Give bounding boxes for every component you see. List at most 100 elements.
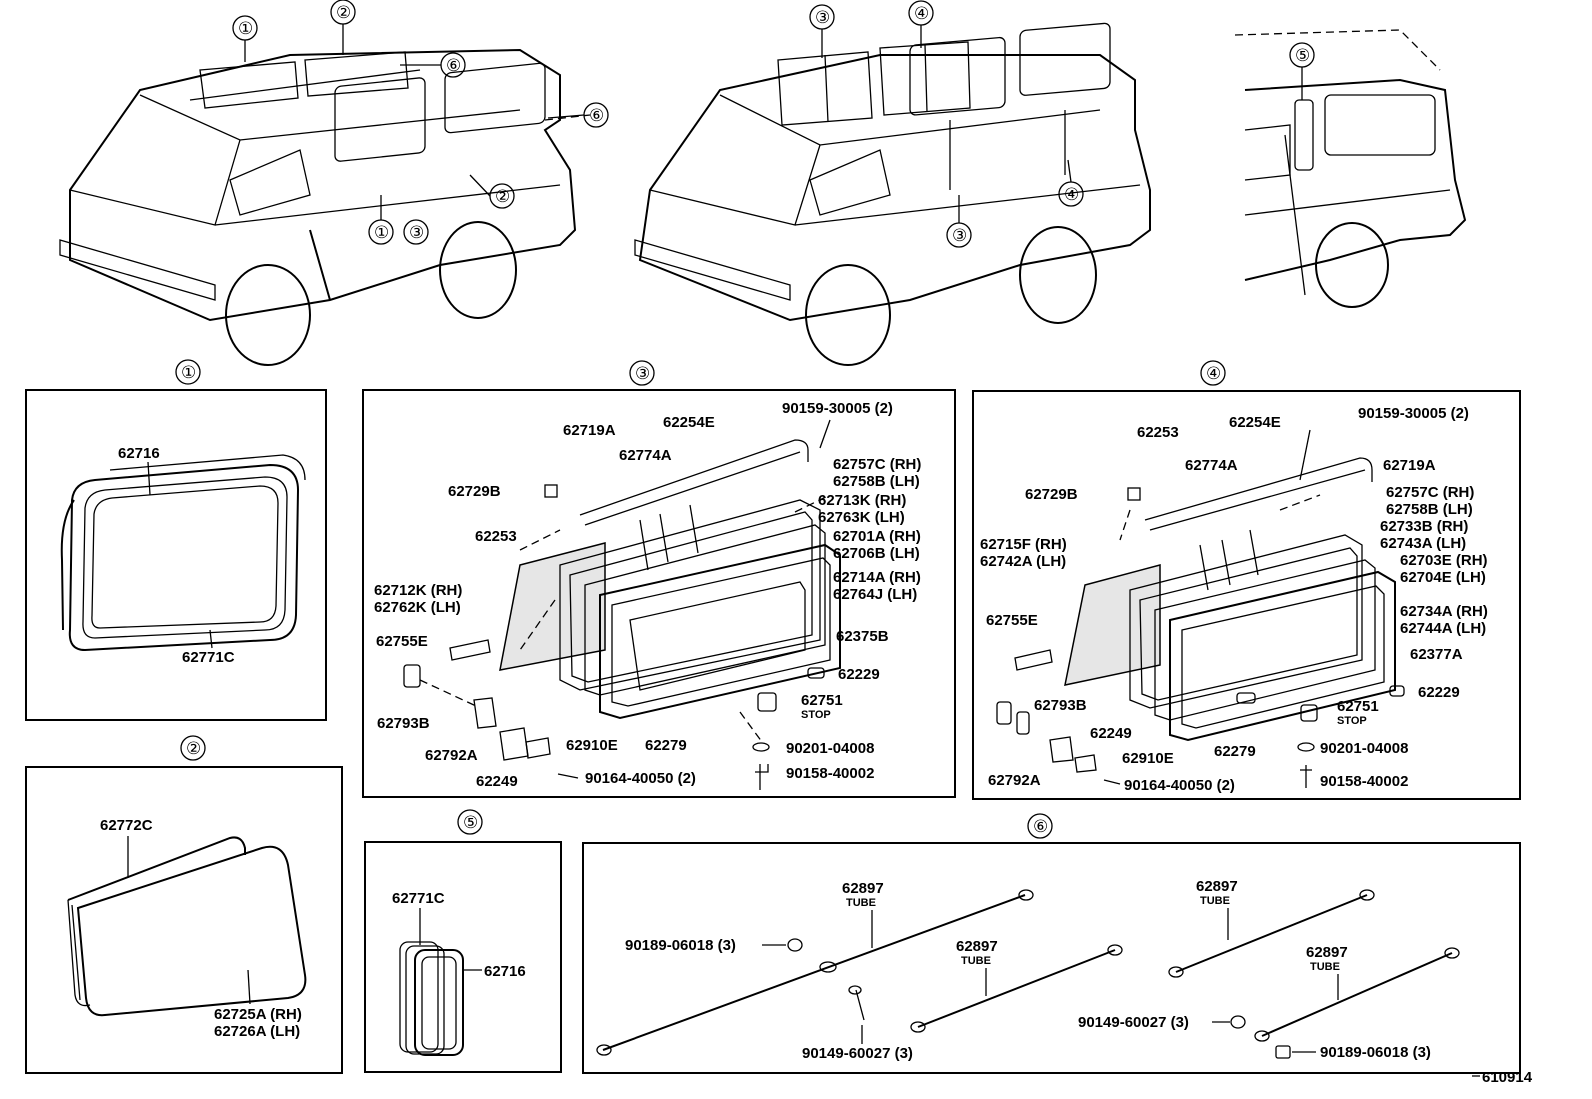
s4-part-62253: 62253 (1137, 424, 1179, 441)
s3-part-90201-04008: 90201-04008 (786, 740, 874, 757)
s4-part-62733B: 62733B (RH) (1380, 518, 1468, 535)
s4-part-62758B: 62758B (LH) (1386, 501, 1473, 518)
s3-part-62729B: 62729B (448, 483, 501, 500)
section-3-header: ③ (635, 364, 650, 383)
s3-part-62712K: 62712K (RH) (374, 582, 462, 599)
s6-part-90149-60027-b: 90149-60027 (3) (1078, 1014, 1189, 1031)
callout-3-top-mid: ③ (815, 8, 830, 27)
part-62716: 62716 (118, 445, 160, 462)
s6-part-62897-c: 62897 (956, 938, 998, 955)
s3-part-62375B: 62375B (836, 628, 889, 645)
s4-part-62719A: 62719A (1383, 457, 1436, 474)
s3-part-62762K: 62762K (LH) (374, 599, 461, 616)
s4-part-62704E: 62704E (LH) (1400, 569, 1486, 586)
van-illustration-middle (634, 22, 1151, 366)
s6-tube-note-c: TUBE (961, 955, 991, 967)
s3-part-62719A: 62719A (563, 422, 616, 439)
s6-tube-note-d: TUBE (1310, 961, 1340, 973)
callout-6-side: ⑥ (589, 106, 604, 125)
s4-part-62377A: 62377A (1410, 646, 1463, 663)
callout-6-roof: ⑥ (446, 56, 461, 75)
s6-part-62897-d: 62897 (1306, 944, 1348, 961)
s4-part-62703E: 62703E (RH) (1400, 552, 1488, 569)
s4-part-62757C: 62757C (RH) (1386, 484, 1474, 501)
van-illustration-left (59, 48, 591, 366)
s3-part-62714A: 62714A (RH) (833, 569, 921, 586)
part-62726A-lh: 62726A (LH) (214, 1023, 300, 1040)
section-1-panel: 62716 62771C (25, 389, 327, 721)
s4-part-62729B: 62729B (1025, 486, 1078, 503)
callout-3-side-mid: ③ (952, 226, 967, 245)
s6-part-90189-06018-a: 90189-06018 (3) (625, 937, 736, 954)
s3-part-62755E: 62755E (376, 633, 428, 650)
s4-part-62744A: 62744A (LH) (1400, 620, 1486, 637)
s3-part-62764J: 62764J (LH) (833, 586, 917, 603)
s4-part-62755E: 62755E (986, 612, 1038, 629)
s4-part-90158-40002: 90158-40002 (1320, 773, 1408, 790)
s3-part-62706B: 62706B (LH) (833, 545, 920, 562)
s3-part-62774A: 62774A (619, 447, 672, 464)
s4-part-62743A: 62743A (LH) (1380, 535, 1466, 552)
section-5-panel: 62771C 62716 (364, 841, 562, 1073)
section-4-header: ④ (1206, 364, 1221, 383)
s6-part-62897-b: 62897 (1196, 878, 1238, 895)
s6-part-90149-60027-a: 90149-60027 (3) (802, 1045, 913, 1062)
s4-part-62774A: 62774A (1185, 457, 1238, 474)
s3-part-62253: 62253 (475, 528, 517, 545)
s3-part-62701A: 62701A (RH) (833, 528, 921, 545)
callout-2-side: ② (495, 187, 510, 206)
part-62771C: 62771C (182, 649, 235, 666)
s4-part-62742A: 62742A (LH) (980, 553, 1066, 570)
callout-3-side: ③ (409, 223, 424, 242)
callout-2-top: ② (336, 3, 351, 22)
figure-number: 610914 (1472, 1069, 1533, 1086)
van-callouts: ① ② ⑥ ⑥ ② ① ③ ③ ④ ④ ③ ⑤ (232, 0, 1315, 248)
s4-part-62249: 62249 (1090, 725, 1132, 742)
s3-part-62910E: 62910E (566, 737, 618, 754)
s5-part-62716: 62716 (484, 963, 526, 980)
s4-stop-note: STOP (1337, 715, 1367, 727)
s3-part-62279: 62279 (645, 737, 687, 754)
section-4-panel: 62253 62254E 90159-30005 (2) 62774A 6271… (972, 390, 1521, 800)
s4-part-62229: 62229 (1418, 684, 1460, 701)
section-1-header: ① (181, 363, 196, 382)
s4-part-62715F: 62715F (RH) (980, 536, 1067, 553)
s3-part-62254E: 62254E (663, 414, 715, 431)
s3-part-62229: 62229 (838, 666, 880, 683)
s3-stop-note: STOP (801, 709, 831, 721)
section-6-header: ⑥ (1033, 817, 1048, 836)
figure-number-text: 610914 (1482, 1069, 1533, 1086)
van-illustration-right (1234, 29, 1467, 308)
s3-part-62757C: 62757C (RH) (833, 456, 921, 473)
s6-tube-note-a: TUBE (846, 897, 876, 909)
s3-part-62763K: 62763K (LH) (818, 509, 905, 526)
section-headers: ① ③ ④ ② ⑤ ⑥ (175, 359, 1226, 839)
s4-part-62279: 62279 (1214, 743, 1256, 760)
section-2-header: ② (186, 739, 201, 758)
s6-part-90189-06018-b: 90189-06018 (3) (1320, 1044, 1431, 1061)
callout-4-top-mid: ④ (914, 4, 929, 23)
section-2-panel: 62772C 62725A (RH) 62726A (LH) (25, 766, 343, 1074)
s3-part-62792A: 62792A (425, 747, 478, 764)
s3-part-62758B: 62758B (LH) (833, 473, 920, 490)
callout-5-right: ⑤ (1295, 46, 1310, 65)
s4-part-90159-30005: 90159-30005 (2) (1358, 405, 1469, 422)
callout-4-side-mid: ④ (1064, 185, 1079, 204)
s4-part-90164-40050: 90164-40050 (2) (1124, 777, 1235, 794)
callout-1-side: ① (374, 223, 389, 242)
s3-part-62249: 62249 (476, 773, 518, 790)
s3-part-90158-40002: 90158-40002 (786, 765, 874, 782)
s3-part-62713K: 62713K (RH) (818, 492, 906, 509)
s3-part-62751: 62751 (801, 692, 843, 709)
s5-part-62771C: 62771C (392, 890, 445, 907)
s4-part-62254E: 62254E (1229, 414, 1281, 431)
s4-part-62792A: 62792A (988, 772, 1041, 789)
s4-part-62734A: 62734A (RH) (1400, 603, 1488, 620)
s3-part-62793B: 62793B (377, 715, 430, 732)
s4-part-90201-04008: 90201-04008 (1320, 740, 1408, 757)
s4-part-62751: 62751 (1337, 698, 1379, 715)
s3-part-90159-30005: 90159-30005 (2) (782, 400, 893, 417)
s4-part-62793B: 62793B (1034, 697, 1087, 714)
s6-tube-note-b: TUBE (1200, 895, 1230, 907)
section-3-panel: 62719A 62254E 90159-30005 (2) 62774A 627… (362, 389, 956, 798)
